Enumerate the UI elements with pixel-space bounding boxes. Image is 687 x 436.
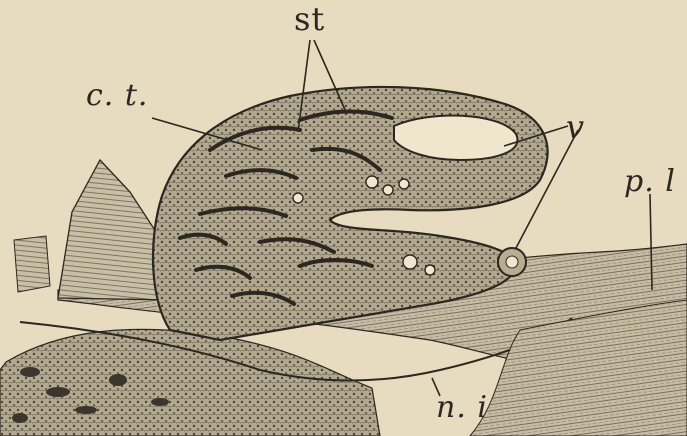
vessel-v-lumen <box>506 256 518 268</box>
label-ni: n. i <box>436 390 488 425</box>
left-fragment <box>14 236 50 292</box>
lower-tissue-strip <box>0 329 380 436</box>
label-st: st <box>294 0 325 38</box>
label-v: v <box>566 108 585 146</box>
label-pl: p. l <box>624 164 676 199</box>
label-ct: c. t. <box>86 78 148 113</box>
